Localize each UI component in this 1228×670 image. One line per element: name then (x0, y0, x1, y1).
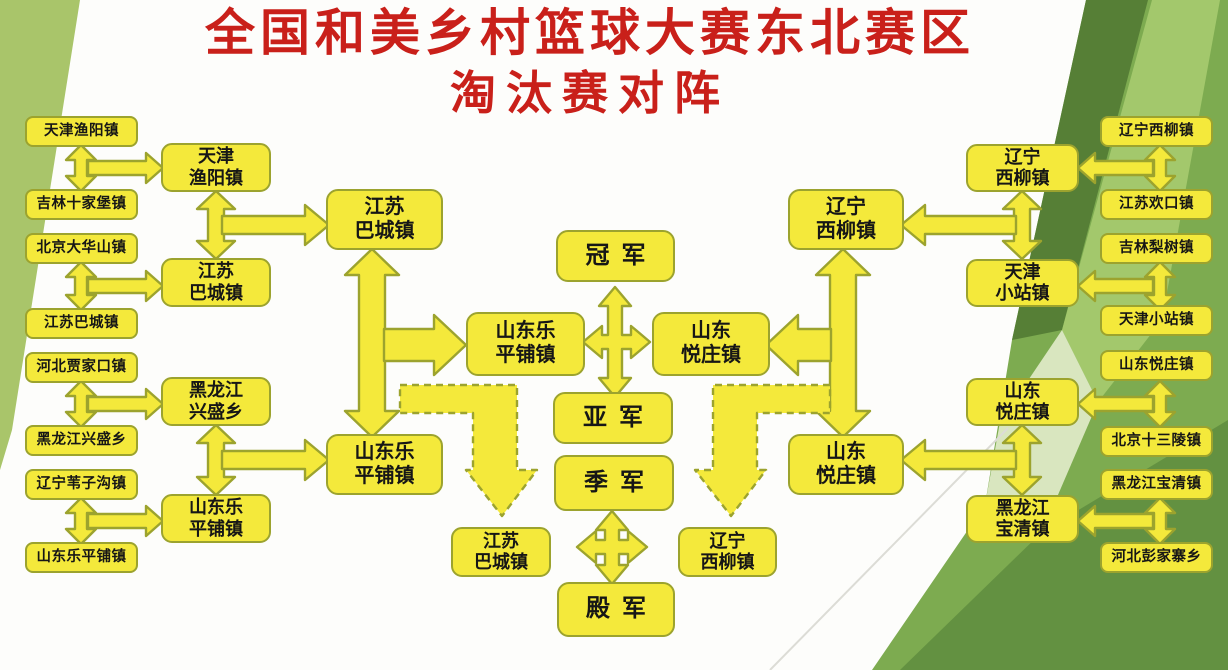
arrow-right-qf-branch-1 (899, 438, 1018, 482)
box-right-r1w-3: 黑龙江 宝清镇 (966, 495, 1079, 543)
box-left-r1w-2: 黑龙江 兴盛乡 (161, 377, 271, 426)
box-finalist-right: 山东 悦庄镇 (652, 312, 770, 376)
box-left-r1-2: 北京大华山镇 (25, 233, 138, 264)
arrow-left-qf-branch-1 (220, 438, 331, 482)
arrow-left-r1-branch-2 (86, 387, 165, 421)
box-third-match-right: 辽宁 西柳镇 (678, 527, 777, 577)
box-fourth-place: 殿军 (557, 582, 675, 637)
box-right-r1-2: 吉林梨树镇 (1100, 233, 1213, 264)
page-title: 全国和美乡村篮球大赛东北赛区 淘汰赛对阵 (90, 8, 1090, 116)
box-left-r1-0: 天津渔阳镇 (25, 116, 138, 147)
cross-arrow-third-place (575, 509, 649, 586)
box-left-r1-1: 吉林十家堡镇 (25, 189, 138, 220)
arrow-right-r1-branch-2 (1076, 387, 1155, 421)
box-right-qfw-1: 山东 悦庄镇 (788, 434, 904, 495)
box-left-qfw-1: 山东乐 平铺镇 (326, 434, 443, 495)
box-right-r1-0: 辽宁西柳镇 (1100, 116, 1213, 147)
dashed-loser-arrow-left (398, 383, 539, 518)
box-left-r1w-1: 江苏 巴城镇 (161, 258, 271, 307)
box-left-r1-3: 江苏巴城镇 (25, 308, 138, 339)
box-left-r1-5: 黑龙江兴盛乡 (25, 425, 138, 456)
title-line2: 淘汰赛对阵 (450, 67, 730, 119)
box-right-r1-3: 天津小站镇 (1100, 305, 1213, 336)
box-left-r1-4: 河北贾家口镇 (25, 352, 138, 383)
title-line1: 全国和美乡村篮球大赛东北赛区 (205, 5, 975, 61)
dashed-loser-arrow-right (693, 383, 832, 518)
arrow-left-qf-branch-0 (220, 203, 331, 247)
box-right-r1w-2: 山东 悦庄镇 (966, 378, 1079, 426)
arrow-left-r1-branch-1 (86, 269, 165, 303)
cross-arrow-final (581, 285, 652, 399)
box-left-r1w-0: 天津 渔阳镇 (161, 143, 271, 192)
box-right-r1-4: 山东悦庄镇 (1100, 350, 1213, 381)
box-third-match-left: 江苏 巴城镇 (451, 527, 551, 577)
box-right-r1-7: 河北彭家寨乡 (1100, 542, 1213, 573)
arrow-right-r1-branch-0 (1076, 151, 1155, 185)
box-right-r1-5: 北京十三陵镇 (1100, 426, 1213, 457)
arrow-right-qf-branch-0 (899, 203, 1018, 247)
box-right-r1-6: 黑龙江宝清镇 (1100, 469, 1213, 500)
arrow-left-semifinal-branch (382, 313, 468, 377)
arrow-right-r1-branch-3 (1076, 504, 1155, 538)
box-left-r1-6: 辽宁苇子沟镇 (25, 469, 138, 500)
box-right-r1-1: 江苏欢口镇 (1100, 189, 1213, 220)
box-right-r1w-1: 天津 小站镇 (966, 259, 1079, 307)
box-right-qfw-0: 辽宁 西柳镇 (788, 189, 904, 250)
box-right-r1w-0: 辽宁 西柳镇 (966, 144, 1079, 192)
box-left-r1w-3: 山东乐 平铺镇 (161, 494, 271, 543)
box-left-qfw-0: 江苏 巴城镇 (326, 189, 443, 250)
arrow-right-semifinal-branch (764, 313, 833, 377)
box-third-place: 季军 (554, 455, 674, 511)
box-finalist-left: 山东乐 平铺镇 (466, 312, 585, 376)
box-champion: 冠军 (556, 230, 675, 282)
box-runner-up: 亚军 (553, 392, 673, 444)
arrow-left-r1-branch-0 (86, 151, 165, 185)
box-left-r1-7: 山东乐平铺镇 (25, 542, 138, 573)
arrow-left-r1-branch-3 (86, 504, 165, 538)
arrow-right-r1-branch-1 (1076, 269, 1155, 303)
